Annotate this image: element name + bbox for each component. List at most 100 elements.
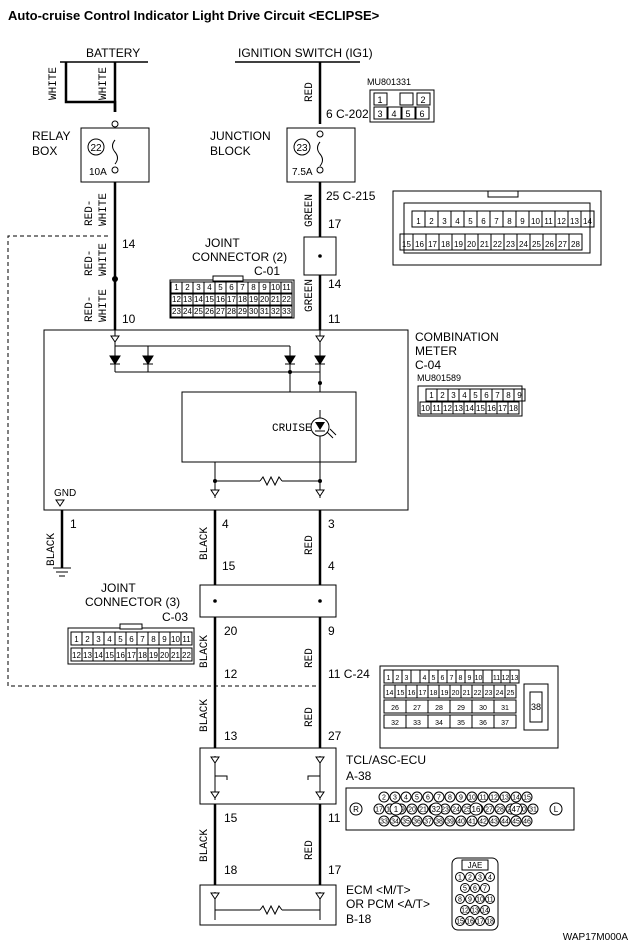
c215-pin: 10: [531, 217, 540, 226]
c24-pin: 3: [405, 675, 409, 682]
a38-cell: [422, 791, 434, 803]
c01-pin: 2: [185, 283, 190, 292]
c04-pin: 3: [451, 391, 456, 400]
a38-cell: [466, 815, 478, 827]
a38-cell: [477, 791, 489, 803]
c03-pin: 1: [74, 635, 79, 644]
c01-pin: 12: [172, 295, 181, 304]
c01-pin: 5: [218, 283, 223, 292]
a38-cell: [406, 803, 418, 815]
c04-pin: 15: [476, 404, 485, 413]
a38-cell: [510, 815, 522, 827]
c24-pin: 25: [507, 690, 515, 697]
meter-label-2: METER: [415, 344, 457, 358]
c215-pin: 12: [557, 217, 566, 226]
wire-color-black-3: BLACK: [199, 699, 211, 732]
c24-pin: 30: [479, 705, 487, 712]
wire-color-red-2: RED: [304, 535, 316, 555]
c03-pin: 19: [149, 651, 158, 660]
a38-pin: 13: [501, 795, 509, 802]
c24-pin: 26: [391, 705, 399, 712]
c04-cell: [507, 401, 520, 415]
c04-pin: 11: [432, 404, 441, 413]
wire-color-black-2: BLACK: [199, 635, 211, 668]
b18-pin: 1: [458, 875, 462, 882]
a38-pin: 35: [402, 819, 410, 826]
svg-text:2: 2: [420, 95, 425, 105]
c215-pin: 25: [532, 240, 541, 249]
c04-pin: 9: [517, 391, 522, 400]
fuse-23-rating: 7.5A: [292, 167, 313, 178]
wire-color-rw-3b: WHITE: [98, 289, 110, 322]
cruise-indicator-box: [181, 391, 357, 463]
joint-3-node-right: [318, 599, 322, 603]
b18-pin: 2: [468, 875, 472, 882]
a38-pin: 42: [479, 819, 487, 826]
wire-color-red-5: RED: [304, 840, 316, 860]
fuse-23-symbol: [316, 130, 324, 174]
c03-pin: 9: [162, 635, 167, 644]
a38-cell: [433, 815, 445, 827]
c03-pin: 13: [83, 651, 92, 660]
c24-pin: 36: [479, 720, 487, 727]
c24-pin: 33: [413, 720, 421, 727]
joint-connector-2-label-1: JOINT: [205, 236, 240, 250]
a38-side-pin: L: [554, 805, 559, 814]
c215-pin: 7: [494, 217, 499, 226]
c01-cell: [280, 305, 293, 318]
a38-side-pin: 16: [472, 805, 481, 814]
c215-pin: 3: [442, 217, 447, 226]
meter-node-4: [318, 479, 322, 483]
c24-pin: 8: [459, 675, 463, 682]
a38-pin: 12: [490, 795, 498, 802]
pin-13: 13: [224, 729, 238, 743]
c01-pin: 27: [216, 307, 225, 316]
svg-text:4: 4: [391, 109, 396, 119]
c24-pin: 15: [397, 690, 405, 697]
b18-pin: 14: [481, 908, 489, 915]
connector-face-a38: 2345678910111213141517181920212223242526…: [345, 787, 575, 831]
c01-pin: 25: [194, 307, 203, 316]
a38-cell: [477, 815, 489, 827]
c01-pin: 11: [282, 283, 291, 292]
connector-c215: 25 C-215: [326, 189, 376, 203]
a38-cell: [521, 815, 533, 827]
c24-pin: 37: [501, 720, 509, 727]
b18-pin: 9: [468, 897, 472, 904]
c215-pin: 2: [429, 217, 434, 226]
figure-code: WAP17M000A: [563, 932, 629, 943]
a38-cell: [521, 791, 533, 803]
a38-pin: 37: [424, 819, 432, 826]
pin-14-rw: 14: [122, 237, 136, 251]
a38-pin: 36: [413, 819, 421, 826]
fuse-23-number: 23: [296, 143, 308, 154]
c03-pin: 10: [171, 635, 180, 644]
c24-pin: 1: [387, 675, 391, 682]
b18-cell: [470, 883, 480, 893]
c24-pin: 4: [423, 675, 427, 682]
c01-pin: 6: [229, 283, 234, 292]
c24-pin: 9: [468, 675, 472, 682]
fuse-22-symbol: [111, 120, 119, 174]
tcl-asc-ecu-label: TCL/ASC-ECU: [346, 753, 426, 767]
wire-color-white-1: WHITE: [48, 67, 60, 100]
c04-pin: 2: [440, 391, 445, 400]
c01-cell: [280, 293, 293, 306]
c04-pin: 13: [454, 404, 463, 413]
c215-pin: 8: [507, 217, 512, 226]
c01-pin: 14: [194, 295, 203, 304]
part-number-mu801331: MU801331: [367, 77, 411, 87]
pin-4-red: 4: [328, 559, 335, 573]
b18-pin: 12: [461, 908, 469, 915]
a38-pin: 31: [529, 807, 537, 814]
b18-cell: [455, 872, 465, 882]
b18-cell: [480, 905, 490, 915]
a38-pin: 11: [479, 795, 486, 802]
wire-color-rw-1a: RED-: [84, 200, 96, 226]
pin-12: 12: [224, 667, 238, 681]
a38-pin: 7: [437, 795, 441, 802]
c215-pin: 26: [545, 240, 554, 249]
c03-pin: 2: [85, 635, 90, 644]
tcl-ecu-internal: [210, 756, 325, 800]
c04-pin: 7: [495, 391, 500, 400]
